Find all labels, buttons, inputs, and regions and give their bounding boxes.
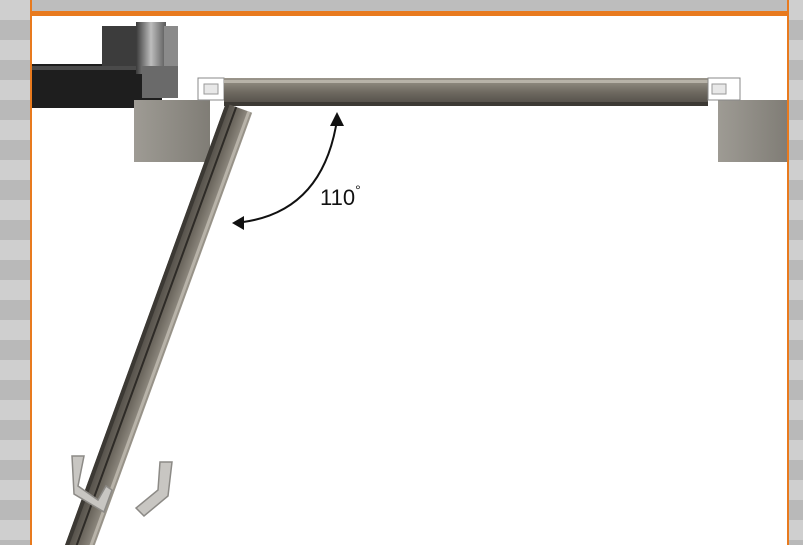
- diagram-frame: 110°: [30, 14, 789, 545]
- right-receiver: [707, 77, 741, 101]
- gate-diagram: [32, 22, 787, 545]
- degree-symbol: °: [355, 182, 361, 198]
- support-fork: [71, 455, 173, 518]
- angle-arc: [232, 112, 344, 230]
- beam-closed: [224, 78, 708, 106]
- angle-value: 110: [320, 185, 356, 210]
- guide-track-highlight: [32, 66, 162, 70]
- right-post: [718, 100, 787, 162]
- top-frame-bar: [30, 0, 789, 14]
- arrowhead-top: [330, 112, 344, 126]
- arrowhead-bottom: [232, 216, 244, 230]
- beam-open: [65, 103, 253, 545]
- angle-label: 110°: [320, 182, 361, 211]
- left-post: [134, 100, 210, 162]
- motor-unit: [102, 22, 178, 98]
- left-latch: [197, 77, 225, 101]
